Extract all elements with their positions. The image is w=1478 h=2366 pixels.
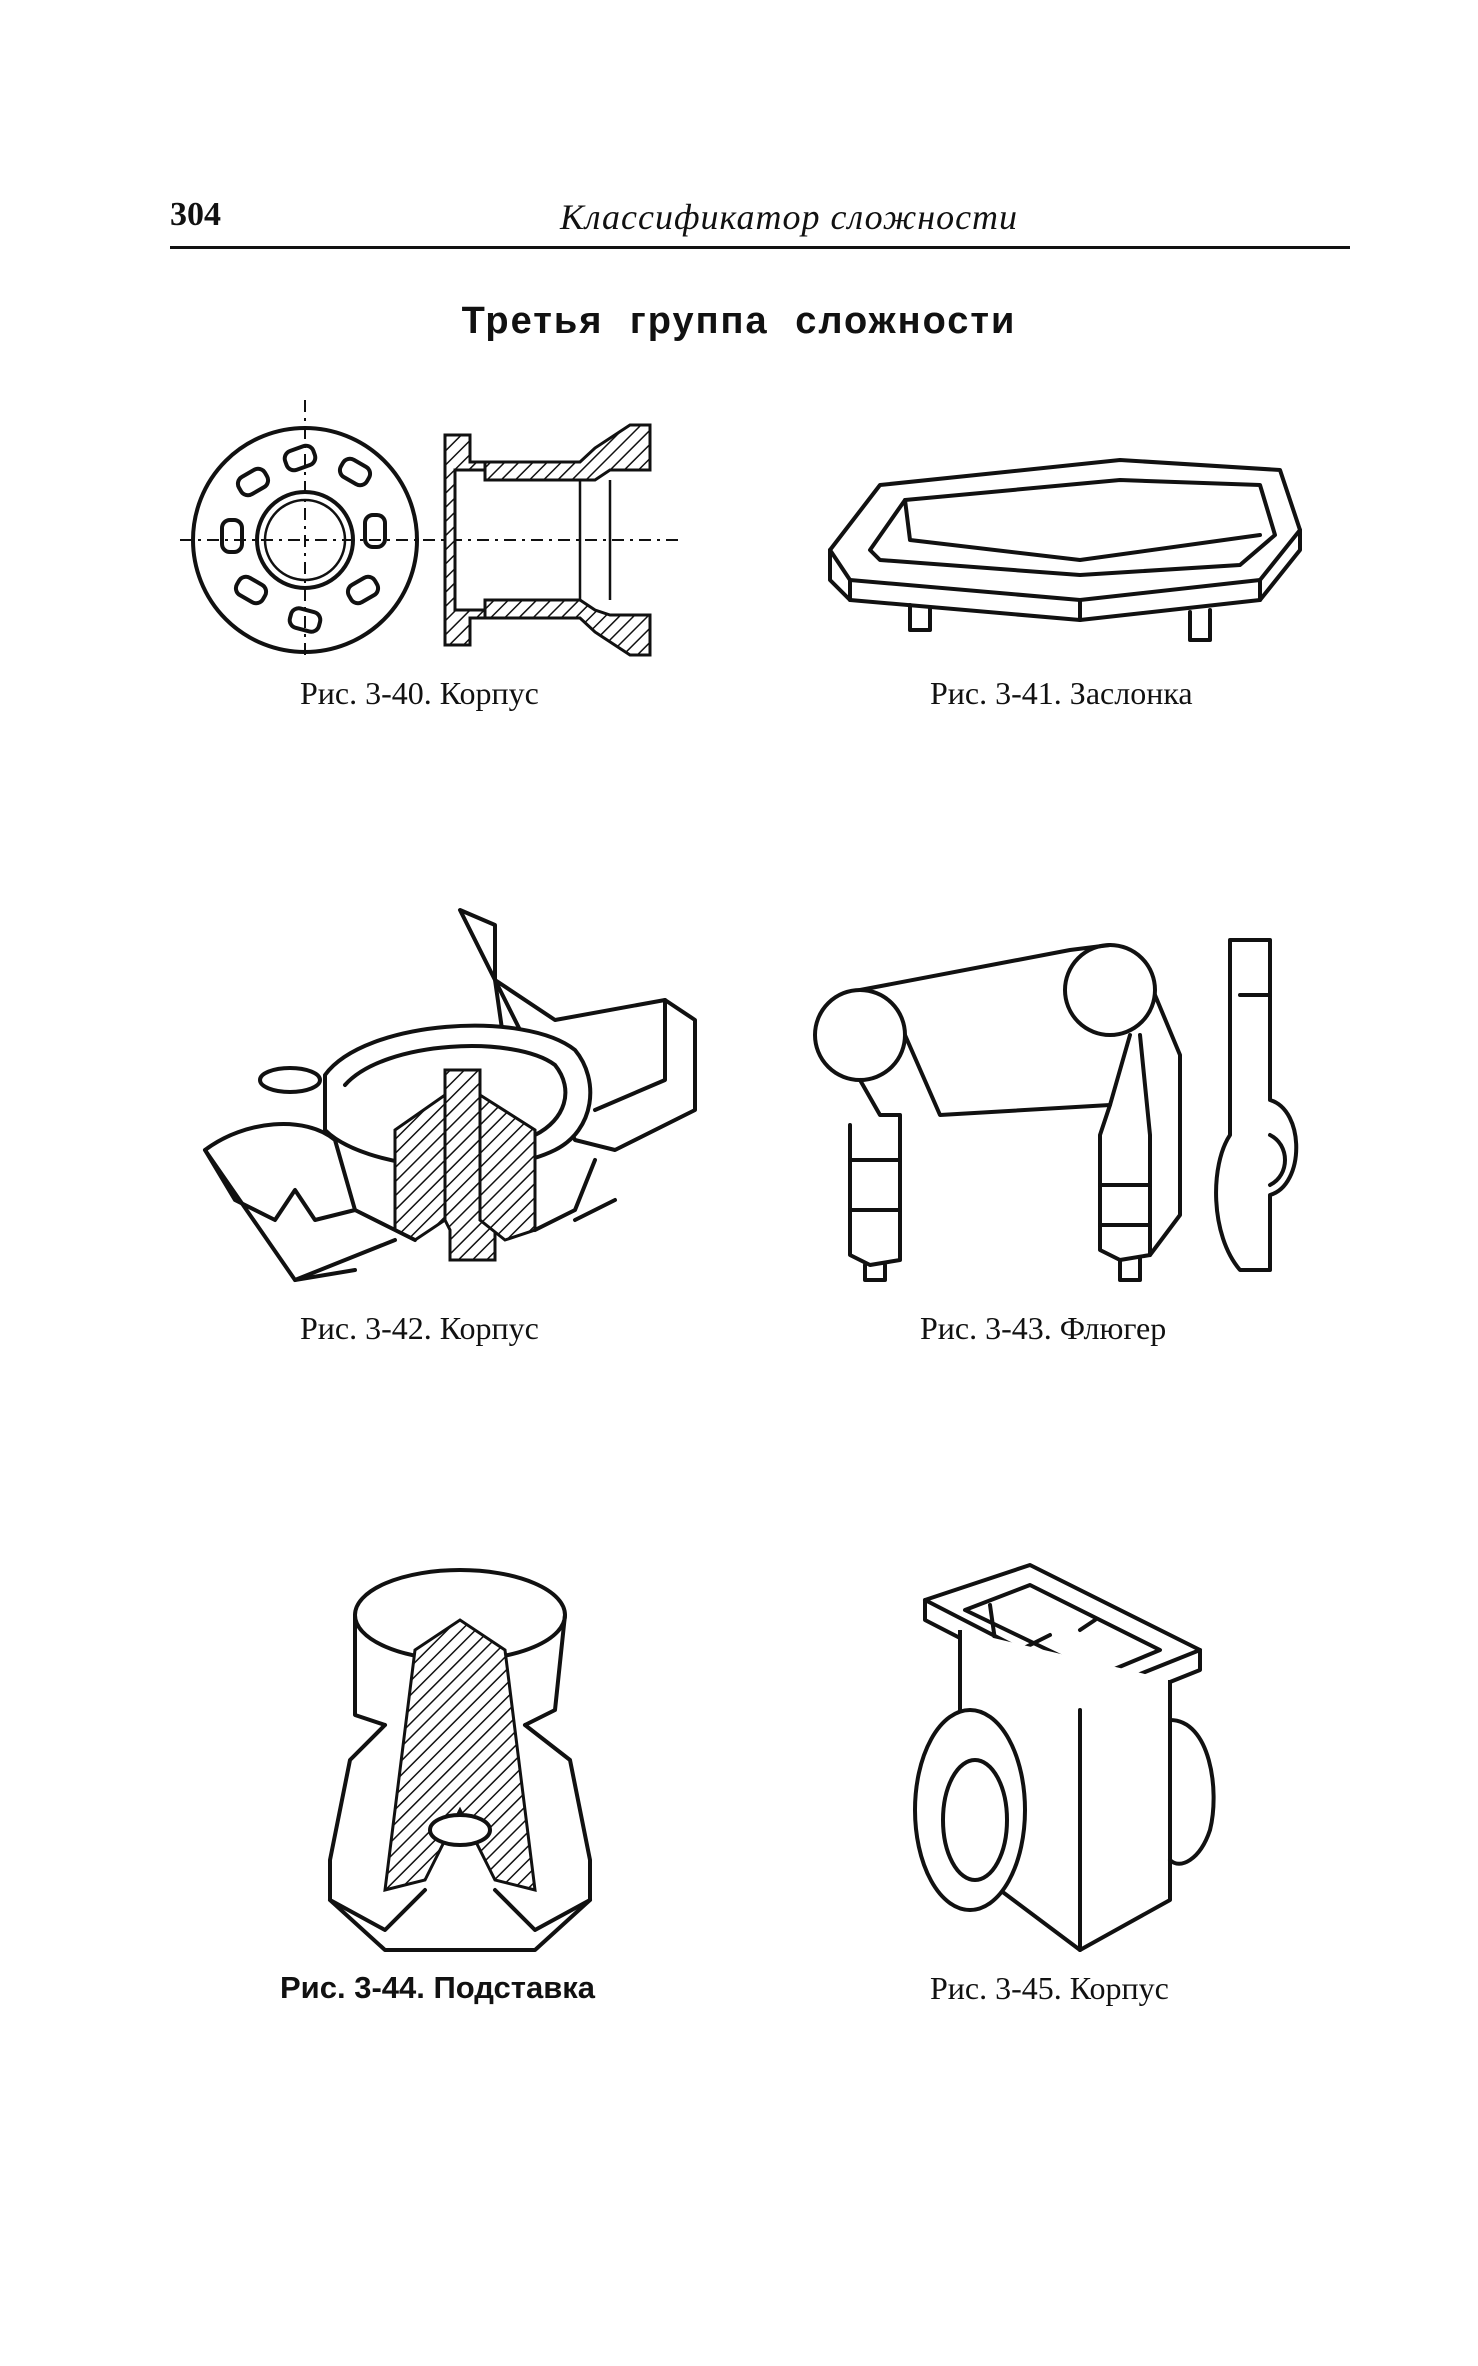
stand-drawing bbox=[328, 1568, 592, 1952]
header-rule bbox=[170, 246, 1350, 249]
running-title: Классификатор сложности bbox=[560, 197, 1019, 237]
figure-caption: Рис. 3-41. Заслонка bbox=[930, 675, 1193, 711]
section-title: Третья группа сложности bbox=[461, 300, 1017, 342]
figure-3-40: Рис. 3-40. Корпус bbox=[170, 400, 690, 711]
figure-3-44: Рис. 3-44. Подставка bbox=[280, 1560, 650, 2005]
figure-caption: Рис. 3-43. Флюгер bbox=[920, 1310, 1167, 1346]
figure-3-45: Рис. 3-45. Корпус bbox=[913, 1560, 1250, 2006]
damper-tray-drawing bbox=[828, 458, 1302, 642]
figure-3-41: Рис. 3-41. Заслонка bbox=[820, 440, 1302, 711]
figure-caption: Рис. 3-45. Корпус bbox=[930, 1970, 1169, 2006]
figure-3-43: Рис. 3-43. Флюгер bbox=[800, 935, 1320, 1346]
figure-caption: Рис. 3-42. Корпус bbox=[300, 1310, 539, 1346]
weather-vane-drawing bbox=[813, 938, 1299, 1282]
cutaway-housing-drawing bbox=[203, 908, 697, 1282]
figure-caption: Рис. 3-44. Подставка bbox=[280, 1970, 596, 2005]
figure-3-42: Рис. 3-42. Корпус bbox=[195, 900, 735, 1346]
box-housing-drawing bbox=[913, 1563, 1216, 1952]
page-number: 304 bbox=[170, 196, 221, 233]
flanged-housing-drawing bbox=[180, 400, 680, 660]
figure-caption: Рис. 3-40. Корпус bbox=[300, 675, 539, 711]
